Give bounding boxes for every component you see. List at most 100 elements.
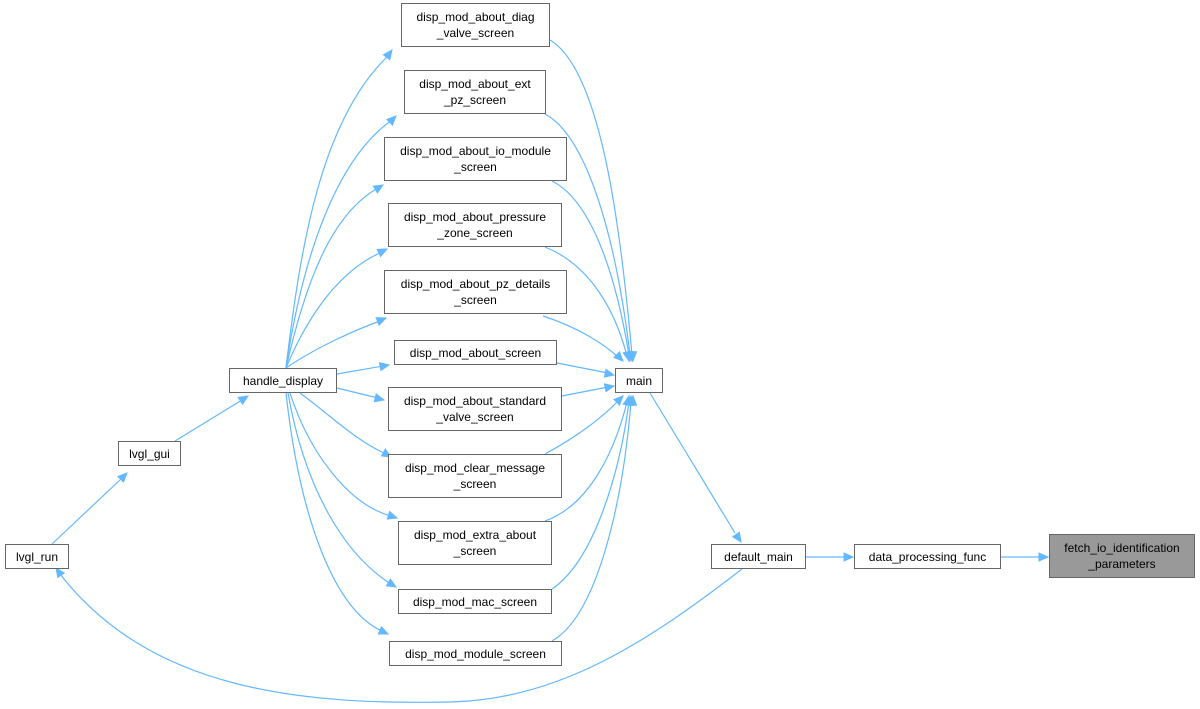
edge-data-processing-fetch	[1001, 552, 1050, 562]
edge-lvgl-gui-handle-display-line	[174, 399, 243, 442]
edge-main-default-main-line	[649, 392, 736, 534]
edge-mac-screen-main-line	[551, 401, 630, 590]
edge-handle-display-standard-valve-arrowhead	[373, 393, 386, 403]
edge-pz-details-main	[542, 315, 624, 362]
edge-handle-display-io-module-arrowhead	[372, 184, 385, 194]
edge-pz-details-main-arrowhead	[613, 351, 624, 362]
node-fetch-io-identification-parameters: fetch_io_identification _parameters	[1049, 534, 1195, 578]
node-disp-mod-module-screen[interactable]: disp_mod_module_screen	[389, 641, 562, 666]
edge-handle-display-mac-screen	[287, 392, 398, 588]
edge-handle-display-pressure-zone	[285, 248, 389, 369]
edge-handle-display-diag-valve-arrowhead	[382, 49, 393, 61]
edge-pressure-zone-main	[544, 246, 632, 363]
edge-standard-valve-main	[561, 383, 616, 397]
edge-lvgl-run-lvgl-gui-line	[51, 477, 123, 545]
edge-handle-display-pz-details-arrowhead	[375, 317, 388, 327]
node-label: disp_mod_module_screen	[405, 646, 546, 661]
edge-handle-display-standard-valve-line	[336, 387, 379, 399]
edge-handle-display-pressure-zone-arrowhead	[376, 248, 389, 258]
edge-handle-display-ext-pz	[285, 115, 397, 369]
edge-lvgl-gui-handle-display	[174, 395, 250, 442]
node-label: disp_mod_about_io_module _screen	[400, 144, 551, 174]
node-label: disp_mod_about_pressure _zone_screen	[403, 210, 547, 240]
edge-lvgl-gui-handle-display-arrowhead	[237, 395, 250, 406]
edge-main-default-main-arrowhead	[731, 531, 742, 544]
node-main[interactable]: main	[615, 368, 663, 393]
edge-main-default-main	[649, 392, 742, 544]
node-disp-mod-mac-screen[interactable]: disp_mod_mac_screen	[398, 589, 552, 614]
node-label: main	[625, 373, 652, 388]
edge-about-screen-main	[556, 362, 616, 378]
node-data-processing-func[interactable]: data_processing_func	[854, 544, 1001, 569]
edge-pressure-zone-main-line	[544, 246, 628, 357]
node-label: disp_mod_about_pz_details _screen	[400, 277, 551, 307]
edge-default-main-lvgl-run-arrowhead	[55, 566, 66, 579]
edge-handle-display-diag-valve	[285, 49, 393, 369]
edge-clear-message-main-line	[544, 400, 619, 455]
node-label: disp_mod_about_screen	[409, 345, 542, 360]
node-disp-mod-extra-about-screen[interactable]: disp_mod_extra_about _screen	[398, 521, 552, 565]
edge-about-screen-main-line	[556, 362, 609, 374]
node-label: default_main	[724, 549, 793, 564]
node-lvgl-gui[interactable]: lvgl_gui	[118, 441, 181, 466]
edge-handle-display-pz-details-line	[285, 320, 381, 369]
edge-handle-display-ext-pz-line	[285, 119, 393, 369]
edge-clear-message-main-arrowhead	[613, 395, 624, 406]
edge-handle-display-about-screen-line	[336, 365, 384, 375]
edge-module-screen-main	[551, 394, 638, 642]
edge-module-screen-main-arrowhead	[627, 394, 638, 406]
edge-default-main-data-processing	[806, 552, 855, 562]
node-disp-mod-about-diag-valve-screen[interactable]: disp_mod_about_diag _valve_screen	[401, 3, 550, 47]
node-lvgl-run[interactable]: lvgl_run	[5, 544, 69, 569]
edge-handle-display-clear-message-line	[299, 392, 387, 455]
edge-handle-display-extra-about-arrowhead	[386, 510, 399, 520]
edge-diag-valve-main-line	[549, 39, 633, 356]
edge-handle-display-module-screen	[285, 392, 390, 635]
node-label: lvgl_run	[15, 549, 59, 564]
edge-data-processing-fetch-arrowhead	[1038, 552, 1050, 562]
node-label: disp_mod_about_standard _valve_screen	[403, 394, 547, 424]
edge-handle-display-mac-screen-arrowhead	[385, 578, 398, 588]
edge-handle-display-mac-screen-line	[287, 392, 392, 585]
edge-handle-display-about-screen-arrowhead	[378, 362, 391, 372]
edge-pressure-zone-main-arrowhead	[622, 350, 632, 363]
node-disp-mod-about-io-module-screen[interactable]: disp_mod_about_io_module _screen	[384, 137, 567, 181]
node-disp-mod-about-pz-details-screen[interactable]: disp_mod_about_pz_details _screen	[384, 270, 567, 314]
edge-pz-details-main-line	[542, 315, 619, 358]
node-label: data_processing_func	[868, 549, 987, 564]
node-disp-mod-about-ext-pz-screen[interactable]: disp_mod_about_ext _pz_screen	[404, 70, 546, 114]
edge-lvgl-run-lvgl-gui	[51, 472, 128, 545]
node-disp-mod-about-standard-valve-screen[interactable]: disp_mod_about_standard _valve_screen	[388, 387, 562, 431]
node-label: fetch_io_identification _parameters	[1064, 541, 1180, 571]
edge-default-main-data-processing-arrowhead	[843, 552, 855, 562]
edge-about-screen-main-arrowhead	[603, 368, 616, 378]
node-disp-mod-about-screen[interactable]: disp_mod_about_screen	[394, 340, 557, 365]
edge-handle-display-diag-valve-line	[285, 54, 390, 369]
node-disp-mod-about-pressure-zone-screen[interactable]: disp_mod_about_pressure _zone_screen	[388, 203, 562, 247]
node-handle-display[interactable]: handle_display	[229, 368, 337, 393]
edge-extra-about-main-line	[544, 401, 628, 522]
node-label: handle_display	[242, 373, 324, 388]
edge-handle-display-io-module-line	[285, 187, 379, 369]
edge-default-main-lvgl-run-line	[59, 568, 743, 703]
node-default-main[interactable]: default_main	[711, 544, 806, 569]
edge-clear-message-main	[544, 395, 624, 455]
node-label: disp_mod_extra_about _screen	[413, 528, 537, 558]
edge-io-module-main-line	[551, 180, 630, 356]
node-label: disp_mod_mac_screen	[412, 594, 538, 609]
edge-standard-valve-main-line	[561, 386, 609, 397]
edge-handle-display-module-screen-arrowhead	[377, 625, 390, 635]
edge-standard-valve-main-arrowhead	[603, 383, 616, 393]
node-label: disp_mod_about_diag _valve_screen	[416, 10, 535, 40]
edge-handle-display-pressure-zone-line	[285, 251, 383, 369]
edge-handle-display-module-screen-line	[285, 392, 383, 632]
node-label: disp_mod_clear_message _screen	[404, 461, 546, 491]
node-disp-mod-clear-message-screen[interactable]: disp_mod_clear_message _screen	[388, 454, 562, 498]
edge-handle-display-pz-details	[285, 317, 388, 369]
edge-handle-display-io-module	[285, 184, 385, 369]
edge-lvgl-run-lvgl-gui-arrowhead	[117, 472, 128, 483]
edge-handle-display-about-screen	[336, 362, 391, 375]
edge-handle-display-standard-valve	[336, 387, 386, 403]
